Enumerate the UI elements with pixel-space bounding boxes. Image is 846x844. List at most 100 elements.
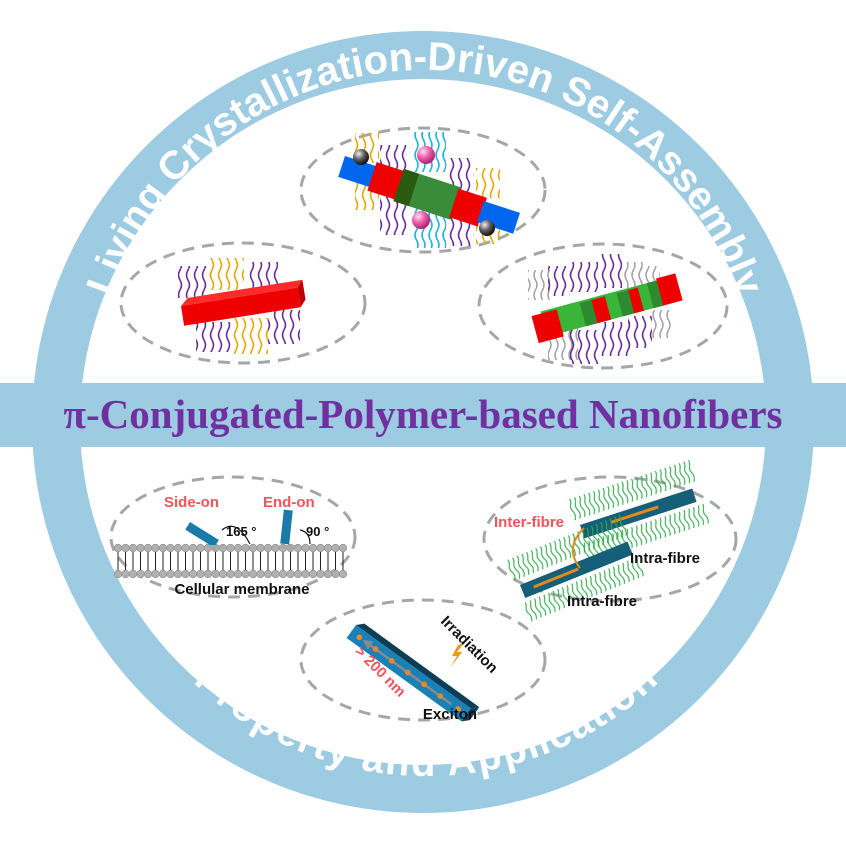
dashed-outline: [482, 475, 738, 603]
lipid-head: [233, 543, 243, 553]
block-red: [449, 188, 487, 227]
lipid-head: [128, 569, 138, 579]
lipid-head: [173, 543, 183, 553]
lipid-head: [181, 543, 190, 553]
exciton-dot: [437, 693, 444, 699]
dashed-outline: [119, 241, 367, 365]
lipid-head: [316, 543, 325, 553]
black-sphere: [479, 220, 495, 236]
exciton-dot: [372, 646, 379, 652]
exciton-dot: [405, 669, 411, 676]
inter-fibre-arrow: [572, 527, 585, 569]
lipid-head: [286, 569, 295, 579]
inter-fibre-label: Inter-fibre: [494, 514, 564, 531]
lipid-head: [248, 543, 258, 553]
lipid-head: [158, 569, 168, 579]
lipid-head: [308, 543, 318, 553]
lipid-head: [128, 543, 138, 553]
side-on-fibre: [185, 522, 219, 548]
triblock-comicelle-panel: [299, 126, 547, 254]
lipid-head: [241, 543, 250, 553]
end-on-label: End-on: [263, 494, 315, 511]
lipid-head: [188, 569, 198, 579]
lipid-head: [113, 543, 123, 553]
lipid-head: [233, 569, 243, 579]
lipid-head: [271, 543, 280, 553]
lipid-head: [181, 569, 190, 579]
lipid-head: [323, 569, 333, 579]
exciton-dot: [455, 706, 461, 712]
transport-panel: Inter-fibre Intra-fibre Intra-fibre: [482, 460, 738, 623]
end-on-angle: 90 °: [306, 524, 329, 539]
lipid-head: [226, 543, 235, 553]
block-red: [656, 273, 683, 306]
lipid-head: [241, 569, 250, 579]
lipid-head: [263, 569, 273, 579]
dashed-outline: [299, 126, 547, 254]
block-red: [367, 162, 406, 200]
pink-sphere: [412, 211, 430, 229]
dashed-outline: [109, 475, 357, 599]
lipid-head: [166, 543, 175, 553]
block-red: [591, 296, 612, 324]
lipid-head: [196, 543, 205, 553]
lipid-head: [136, 543, 145, 553]
lipid-head: [338, 569, 348, 579]
membrane-caption: Cellular membrane: [174, 581, 309, 598]
lipid-head: [211, 569, 220, 579]
exciton-caption: Exciton: [423, 706, 477, 723]
lipid-head: [151, 569, 160, 579]
lipid-head: [188, 543, 198, 553]
lipid-head: [121, 569, 130, 579]
lipid-head: [248, 569, 258, 579]
central-title: π-Conjugated-Polymer-based Nanofibers: [63, 391, 782, 437]
lipid-head: [136, 569, 145, 579]
dashed-outline: [299, 598, 547, 722]
block-red: [628, 287, 644, 314]
end-on-fibre: [280, 509, 293, 545]
block-blue: [477, 201, 520, 234]
lipid-head: [218, 569, 228, 579]
lipid-head: [158, 543, 168, 553]
pink-sphere: [417, 146, 435, 164]
crystalline-core: [181, 287, 301, 326]
central-band: [0, 383, 846, 447]
lipid-head: [301, 569, 310, 579]
lipid-head: [308, 569, 318, 579]
lipid-head: [121, 543, 130, 553]
lipid-head: [301, 543, 310, 553]
lipid-head: [271, 569, 280, 579]
lipid-head: [143, 569, 153, 579]
lipid-head: [323, 543, 333, 553]
seed-micelle-panel: [119, 241, 367, 365]
lipid-head: [263, 543, 273, 553]
lipid-head: [166, 569, 175, 579]
lipid-head: [316, 569, 325, 579]
lipid-head: [331, 543, 340, 553]
lipid-head: [173, 569, 183, 579]
lipid-head: [256, 569, 265, 579]
black-sphere: [353, 149, 369, 165]
exciton-dot: [388, 658, 395, 664]
exciton-dot: [421, 681, 427, 688]
lipid-head: [151, 543, 160, 553]
lipid-head: [331, 569, 340, 579]
lipid-head: [143, 543, 153, 553]
lipid-head: [278, 569, 288, 579]
multiblock-comicelle-panel: [477, 242, 729, 370]
side-on-angle: 165 °: [226, 524, 257, 539]
lipid-head: [256, 543, 265, 553]
intra-fibre-label-1: Intra-fibre: [630, 550, 700, 567]
dashed-outline: [477, 242, 729, 370]
lipid-head: [338, 543, 348, 553]
lightning-icon: [450, 643, 464, 668]
exciton-dot: [356, 634, 363, 641]
lipid-head: [293, 569, 303, 579]
membrane-panel: Side-on End-on 165 ° 90 ° Cellular membr…: [109, 475, 357, 599]
block-blue: [338, 156, 380, 189]
lipid-head: [226, 569, 235, 579]
block-red: [531, 309, 564, 344]
lipid-head: [196, 569, 205, 579]
intra-fibre-label-2: Intra-fibre: [567, 593, 637, 610]
